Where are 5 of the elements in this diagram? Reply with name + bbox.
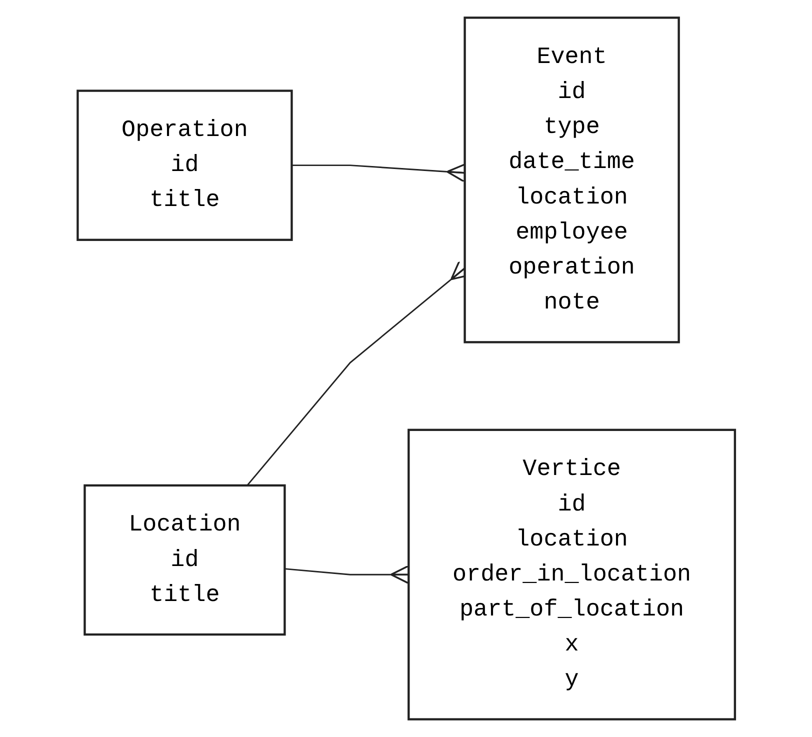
node-box: Vertice id location order_in_location part_of_location x y (407, 428, 736, 720)
connector (284, 564, 410, 584)
node-box: Event id type date_time location employee operation note (463, 16, 680, 344)
node-box: Location id title (83, 484, 286, 636)
node-box: Operation id title (76, 90, 292, 241)
